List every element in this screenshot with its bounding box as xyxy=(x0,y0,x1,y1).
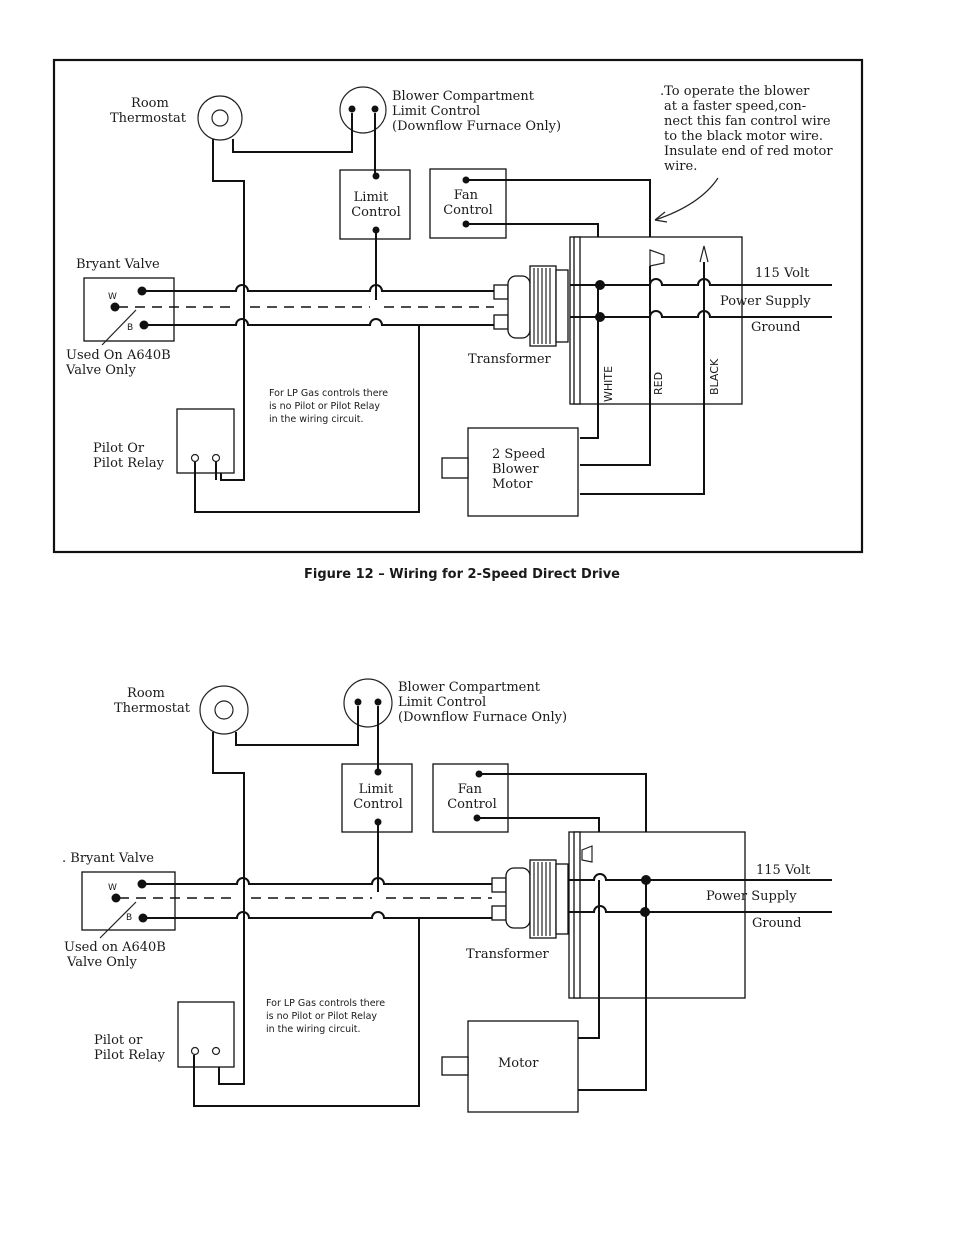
motor-label-2: Motor xyxy=(498,1056,539,1071)
used-on-pointer-2 xyxy=(99,901,137,939)
terminal-w-label-2: W xyxy=(108,883,117,893)
figure-caption: Figure 12 – Wiring for 2-Speed Direct Dr… xyxy=(304,567,620,582)
used-on-label: Used On A640B Valve Only xyxy=(65,348,175,378)
fan-control-label-2: Fan Control xyxy=(447,782,497,812)
blower-limit-switch-2 xyxy=(343,678,393,728)
note-arrow xyxy=(654,177,719,221)
motor-shaft xyxy=(441,457,469,479)
limit-control-label-2: Limit Control xyxy=(353,782,403,812)
motor-box-2 xyxy=(467,1020,579,1113)
wire-red-label: RED xyxy=(652,372,665,395)
volt-label-2: 115 Volt xyxy=(756,863,811,878)
pilot-relay-box xyxy=(176,408,235,474)
terminal-w-label: W xyxy=(108,292,117,302)
room-thermostat xyxy=(197,95,243,141)
lp-gas-note: For LP Gas controls there is no Pilot or… xyxy=(269,388,391,425)
bryant-valve-box-2 xyxy=(81,871,176,931)
power-line-ground xyxy=(570,310,832,318)
power-line-hot xyxy=(570,278,832,286)
transformer-label: Transformer xyxy=(468,352,552,367)
fan-control-box-2 xyxy=(432,763,509,833)
ground-label: Ground xyxy=(751,320,801,335)
motor-label: 2 Speed Blower Motor xyxy=(492,447,549,492)
terminal-b-label-2: B xyxy=(126,913,132,923)
wire-black-label: BLACK xyxy=(708,358,721,395)
red-wire-insulated-end xyxy=(649,249,665,267)
room-thermostat-2 xyxy=(199,685,249,735)
motor-shaft-2 xyxy=(441,1056,469,1076)
lp-gas-note-2: For LP Gas controls there is no Pilot or… xyxy=(266,998,388,1035)
used-on-pointer xyxy=(101,309,137,346)
blower-limit-switch xyxy=(339,86,387,134)
power-supply-label-2: Power Supply xyxy=(706,889,797,904)
room-thermostat-label-2: Room Thermostat xyxy=(114,686,191,716)
two-speed-blower-motor xyxy=(467,427,579,517)
fan-connector-2 xyxy=(581,845,593,863)
bryant-valve-label: Bryant Valve xyxy=(76,257,160,272)
used-on-label-2: Used on A640B Valve Only xyxy=(64,940,170,970)
transformer-label-2: Transformer xyxy=(466,947,550,962)
bryant-valve-label-2: . Bryant Valve xyxy=(62,851,154,866)
fan-control-label: Fan Control xyxy=(443,188,493,218)
room-thermostat-label: Room Thermostat xyxy=(110,96,187,126)
power-supply-label: Power Supply xyxy=(720,294,811,309)
pilot-relay-label: Pilot Or Pilot Relay xyxy=(93,441,165,471)
blower-limit-label: Blower Compartment Limit Control (Downfl… xyxy=(392,89,561,134)
transformer xyxy=(493,265,569,347)
figure-12-diagram: Room Thermostat Blower Compartment Limit… xyxy=(52,58,864,554)
volt-label: 115 Volt xyxy=(755,266,810,281)
pilot-relay-label-2: Pilot or Pilot Relay xyxy=(94,1033,166,1063)
ground-label-2: Ground xyxy=(752,916,802,931)
terminal-b-label: B xyxy=(127,323,133,333)
black-wire-connector xyxy=(699,245,709,263)
blower-limit-label-2: Blower Compartment Limit Control (Downfl… xyxy=(398,680,567,725)
bryant-valve-box xyxy=(83,277,175,342)
pilot-relay-box-2 xyxy=(177,1001,235,1068)
limit-control-label: Limit Control xyxy=(351,190,401,220)
figure-border xyxy=(52,58,864,554)
single-speed-diagram: Room Thermostat Blower Compartment Limit… xyxy=(62,678,832,1113)
wire-white-label: WHITE xyxy=(602,366,615,402)
power-line-hot-2 xyxy=(569,873,832,881)
junction-box-2 xyxy=(568,831,746,999)
transformer-2 xyxy=(491,859,569,939)
fan-speed-note: .To operate the blower at a faster speed… xyxy=(660,84,837,174)
